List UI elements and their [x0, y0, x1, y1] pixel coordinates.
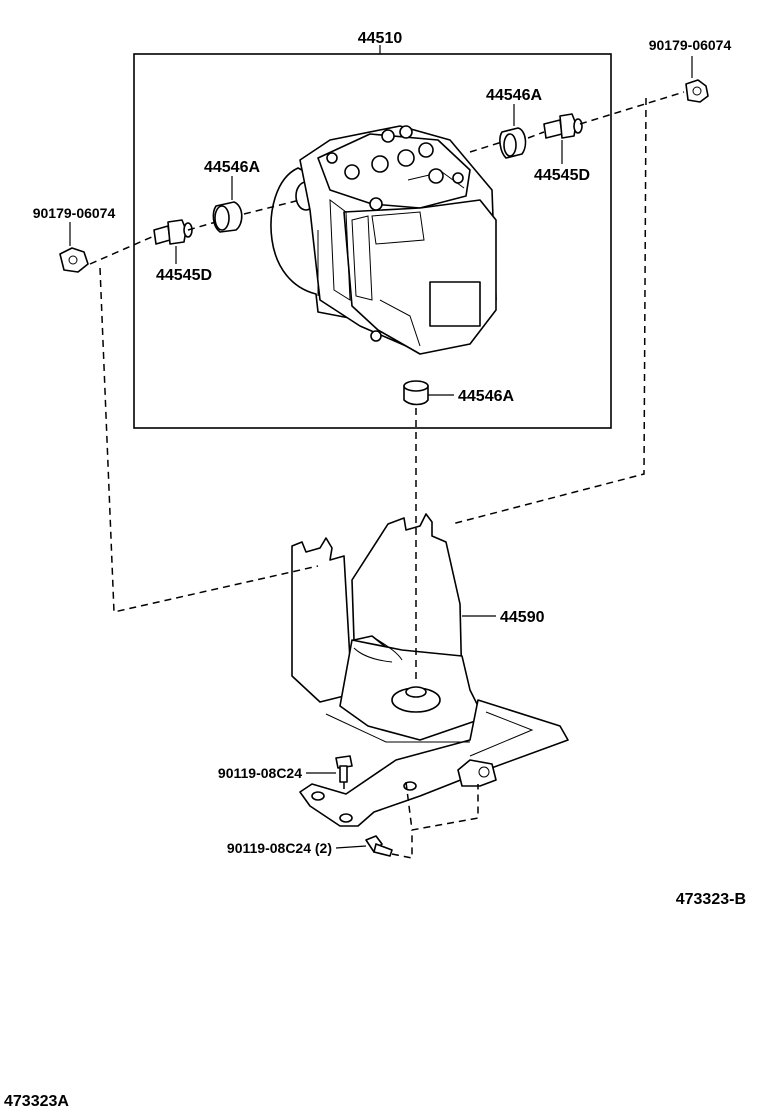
page-code: 473323A — [4, 1093, 69, 1110]
label-spacer-top-right[interactable]: 44546A — [486, 87, 542, 104]
label-assembly[interactable]: 44510 — [358, 30, 403, 47]
label-bracket[interactable]: 44590 — [500, 609, 545, 626]
abs-actuator[interactable] — [270, 125, 497, 355]
assembly-lines — [89, 91, 685, 859]
stud-top-right[interactable] — [543, 113, 583, 139]
bolt-left[interactable] — [59, 247, 89, 273]
label-bolt-top-right[interactable]: 90179-06074 — [649, 37, 732, 53]
assembly-frame — [133, 53, 612, 429]
label-spacer-left[interactable]: 44546A — [204, 159, 260, 176]
label-screw-lower[interactable]: 90119-08C24 (2) — [227, 840, 332, 856]
spacer-top-right[interactable] — [499, 127, 527, 159]
screw-upper[interactable] — [335, 755, 353, 783]
stud-left[interactable] — [153, 219, 193, 245]
bolt-top-right[interactable] — [685, 79, 709, 103]
label-spacer-bottom[interactable]: 44546A — [458, 388, 514, 405]
spacer-left[interactable] — [212, 201, 243, 233]
screw-lower[interactable] — [365, 835, 393, 857]
label-stud-top-right[interactable]: 44545D — [534, 167, 590, 184]
spacer-bottom[interactable] — [403, 380, 429, 406]
label-screw-upper[interactable]: 90119-08C24 — [218, 765, 302, 781]
label-bolt-left[interactable]: 90179-06074 — [33, 205, 116, 221]
bracket[interactable] — [291, 513, 569, 827]
label-stud-left[interactable]: 44545D — [156, 267, 212, 284]
figure-code: 473323-B — [676, 891, 746, 908]
